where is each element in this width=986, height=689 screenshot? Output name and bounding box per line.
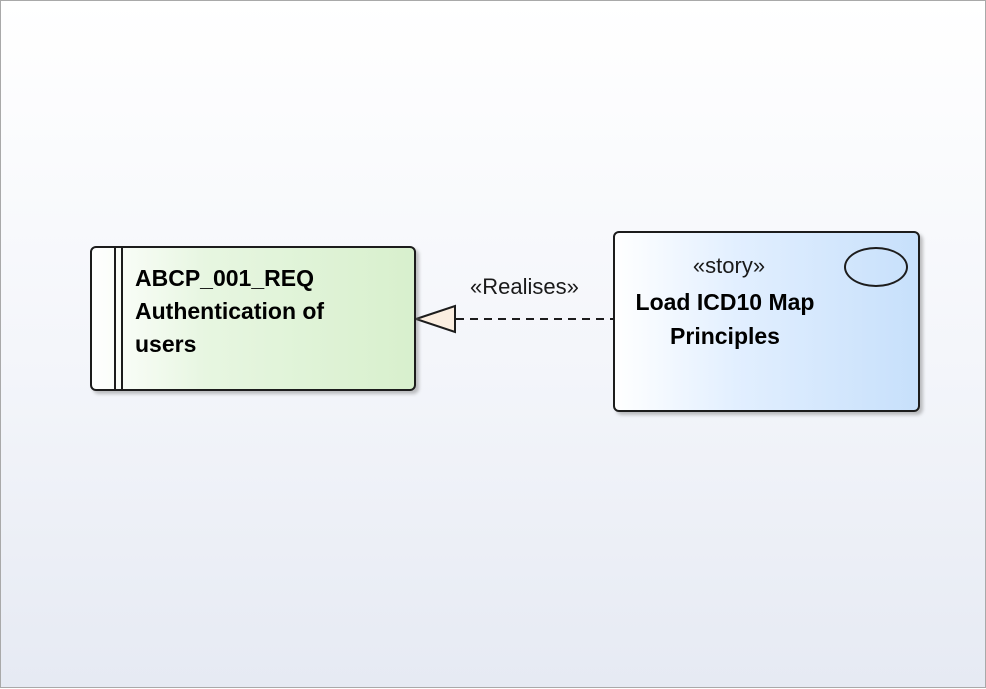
requirement-title-line: users (135, 331, 197, 357)
requirement-bar-left (114, 248, 116, 389)
story-name-line: Load ICD10 Map (635, 289, 815, 315)
story-name-line: Principles (670, 323, 780, 349)
connector-label: «Realises» (470, 274, 579, 299)
requirement-bar-right (121, 248, 123, 389)
requirement-title: ABCP_001_REQ Authentication of users (135, 262, 405, 361)
ellipse-icon (844, 247, 908, 287)
requirement-title-line: Authentication of (135, 298, 325, 324)
requirement-title-line: ABCP_001_REQ (135, 265, 314, 291)
story-stereotype: «story» (692, 253, 766, 278)
story-element[interactable]: «story» Load ICD10 Map Principles (613, 231, 920, 412)
requirement-element[interactable]: ABCP_001_REQ Authentication of users (90, 246, 416, 391)
triangle-arrowhead-icon (412, 304, 456, 334)
story-name: Load ICD10 Map Principles (615, 285, 835, 353)
